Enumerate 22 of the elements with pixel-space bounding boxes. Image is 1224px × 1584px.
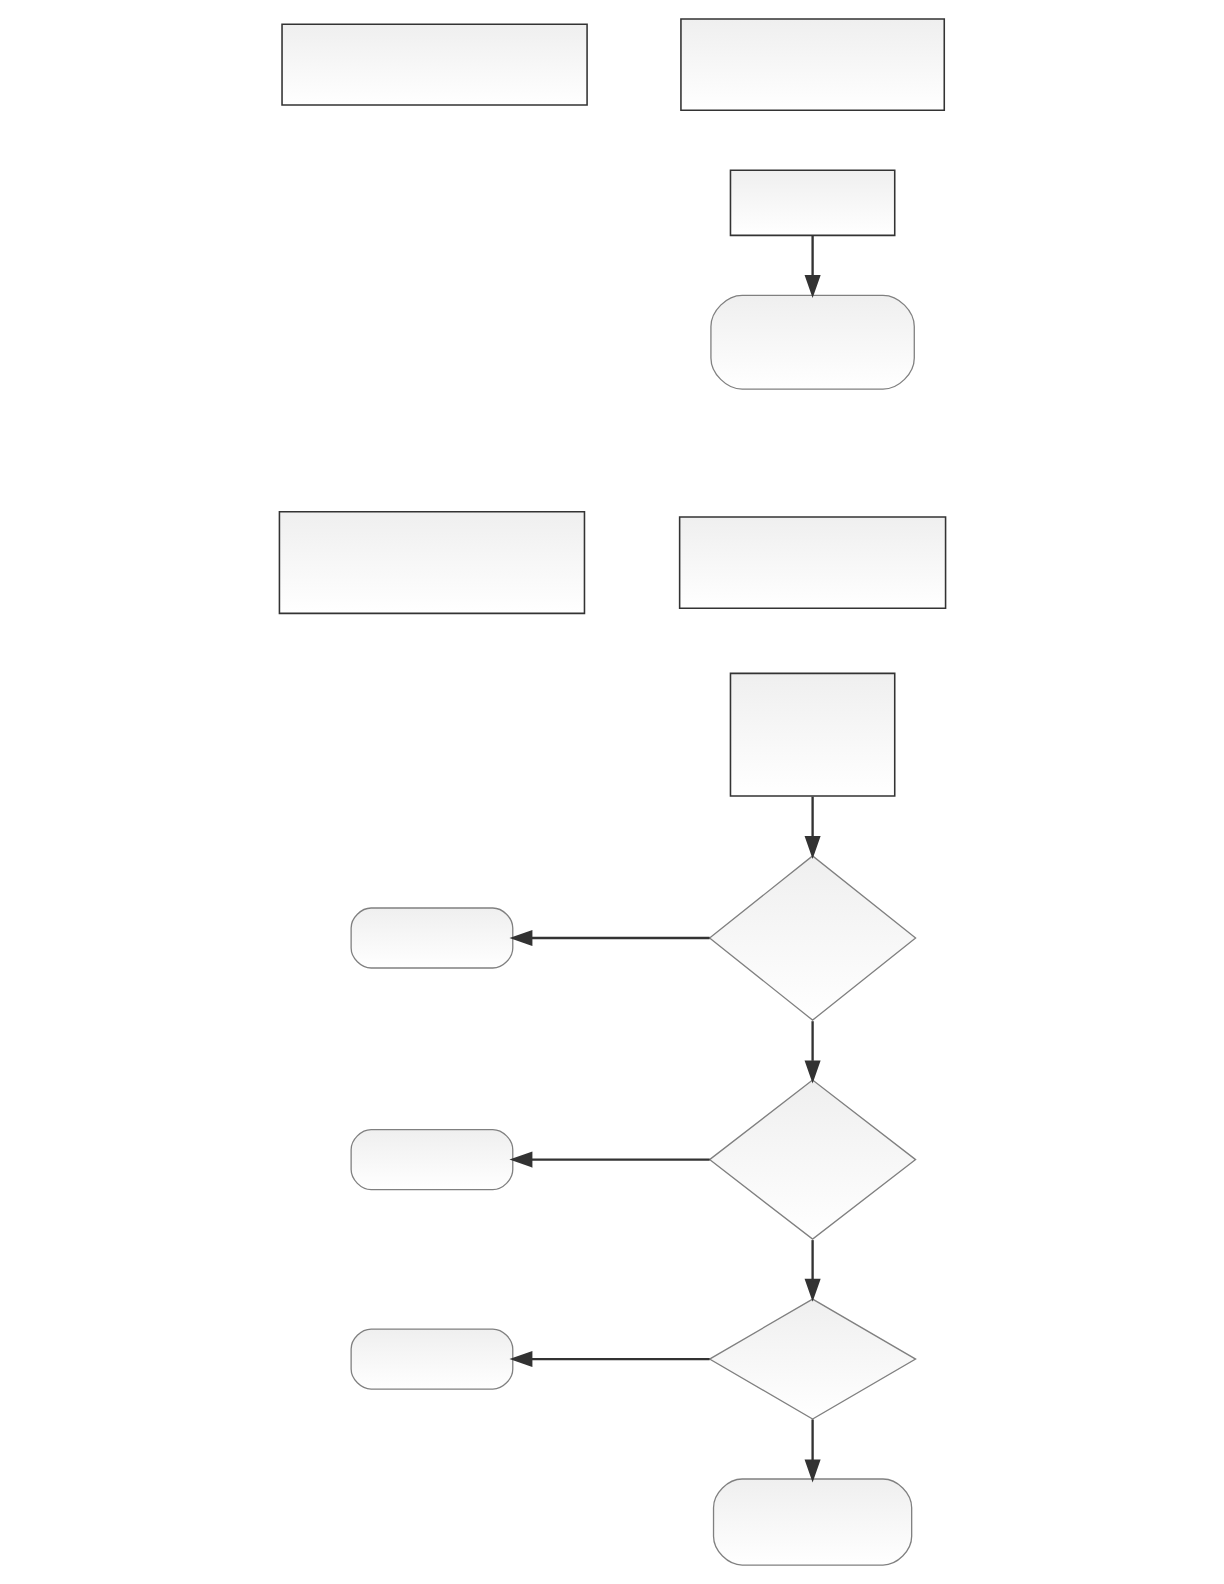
arrow bbox=[508, 929, 710, 947]
arrow bbox=[804, 1240, 821, 1302]
node-diamond bbox=[708, 1079, 917, 1240]
arrow bbox=[804, 796, 821, 859]
node-box bbox=[729, 169, 895, 237]
node-oval bbox=[350, 907, 513, 969]
node-box bbox=[729, 672, 895, 797]
node-oval bbox=[350, 1328, 513, 1390]
node-box bbox=[679, 18, 945, 111]
node-box bbox=[278, 510, 585, 615]
node-oval bbox=[712, 1478, 912, 1566]
arrow bbox=[804, 235, 821, 299]
arrow bbox=[804, 1021, 821, 1084]
node-box bbox=[280, 23, 588, 106]
node-oval bbox=[350, 1129, 513, 1191]
node-box bbox=[678, 516, 946, 609]
node-diamond bbox=[708, 855, 917, 1021]
arrow bbox=[508, 1151, 710, 1168]
node-oval bbox=[709, 294, 915, 390]
arrow bbox=[804, 1419, 821, 1483]
arrow bbox=[508, 1351, 710, 1368]
node-diamond bbox=[707, 1298, 917, 1420]
